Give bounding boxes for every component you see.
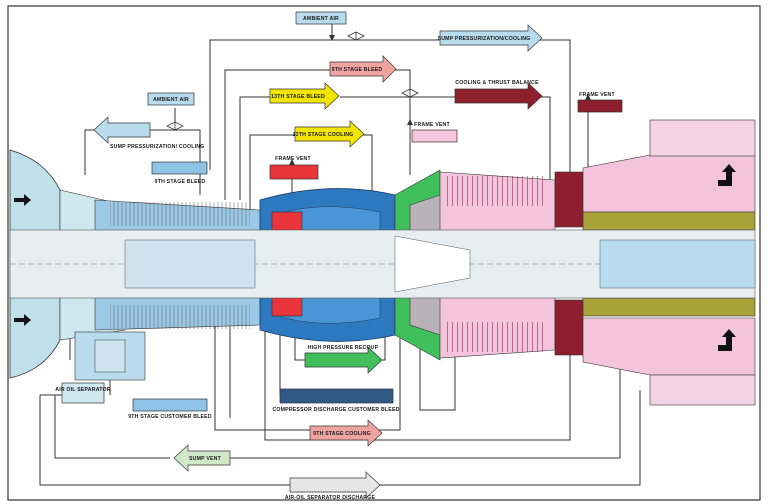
high-pressure-recoup-arrow [304, 346, 383, 374]
frame-vent-mid-box [411, 129, 458, 143]
compressor-discharge-label: COMPRESSOR DISCHARGE CUSTOMER BLEED [272, 407, 399, 413]
turbine-frame-lower [554, 299, 584, 356]
frame-vent-red-label: FRAME VENT [275, 156, 311, 162]
output-shaft-lower [582, 297, 756, 317]
output-shaft-upper [582, 211, 756, 231]
air-oil-separator-label: AIR OIL SEPARATOR [55, 387, 111, 393]
cooling-thrust-arrow [454, 82, 543, 110]
callouts: AMBIENT AIR SUMP PRESSURIZATION/COOLING … [55, 11, 623, 501]
exhaust-arrow-lower [718, 329, 736, 351]
sump-vent-arrow [173, 444, 231, 472]
valve-top [347, 31, 365, 41]
exhaust-upper [582, 154, 756, 213]
ninth-stage-cooling-arrow [309, 419, 383, 447]
sump-pressurization-top-arrow [439, 24, 543, 52]
thirteenth-stage-cooling-label: 13TH STAGE COOLING [293, 132, 354, 138]
frame-vent-right-label: FRAME VENT [579, 92, 615, 98]
outer-border [7, 5, 761, 501]
thirteenth-stage-bleed-label: 13TH STAGE BLEED [271, 94, 325, 100]
valves [166, 31, 419, 131]
ninth-stage-bleed-top-label: 9TH STAGE BLEED [332, 67, 383, 73]
inlet-arrow-upper [14, 194, 31, 206]
ninth-stage-bleed-top-arrow [329, 55, 397, 83]
turbine-frame-upper [554, 171, 584, 228]
sump-pressurization-top-label: SUMP PRESSURIZATION/COOLING [438, 36, 531, 42]
thirteenth-stage-bleed-arrow [269, 82, 340, 110]
ambient-air-left-label: AMBIENT AIR [153, 97, 189, 103]
air-oil-discharge-label: AIR-OIL SEPARATOR DISCHARGE [285, 495, 376, 501]
valve-left [166, 121, 184, 131]
compressor-discharge-box [279, 388, 394, 404]
air-oil-discharge-arrow [289, 471, 381, 499]
ninth-stage-bleed-left-label: 9TH STAGE BLEED [155, 179, 206, 185]
inlet-arrow-lower [14, 314, 31, 326]
high-pressure-recoup-label: HIGH PRESSURE RECOUP [308, 345, 379, 351]
sump-pressurization-left-label: SUMP PRESSURIZATION/ COOLING [110, 144, 204, 150]
frame-vent-right-box [577, 99, 623, 113]
engine-body [9, 119, 756, 406]
frame-vent-mid-label: FRAME VENT [414, 122, 450, 128]
ninth-stage-cooling-label: 9TH STAGE COOLING [313, 431, 371, 437]
ninth-stage-customer-bleed-box [132, 398, 208, 412]
sump-pressurization-left-arrow [93, 116, 151, 144]
frame-vent-red-box [269, 164, 319, 180]
thirteenth-stage-cooling-arrow [294, 120, 365, 148]
sump-vent-label: SUMP VENT [189, 456, 222, 462]
valve-mid [401, 88, 419, 98]
ambient-air-top-label: AMBIENT AIR [303, 16, 339, 22]
air-oil-separator-box [61, 382, 105, 404]
cooling-thrust-label: COOLING & THRUST BALANCE [455, 80, 539, 86]
ninth-stage-customer-bleed-label: 9TH STAGE CUSTOMER BLEED [128, 414, 212, 420]
exhaust-arrow-upper [718, 164, 736, 186]
ambient-air-left-box [147, 92, 195, 106]
ambient-air-top-box [295, 11, 347, 25]
ninth-stage-bleed-left-box [151, 161, 208, 175]
